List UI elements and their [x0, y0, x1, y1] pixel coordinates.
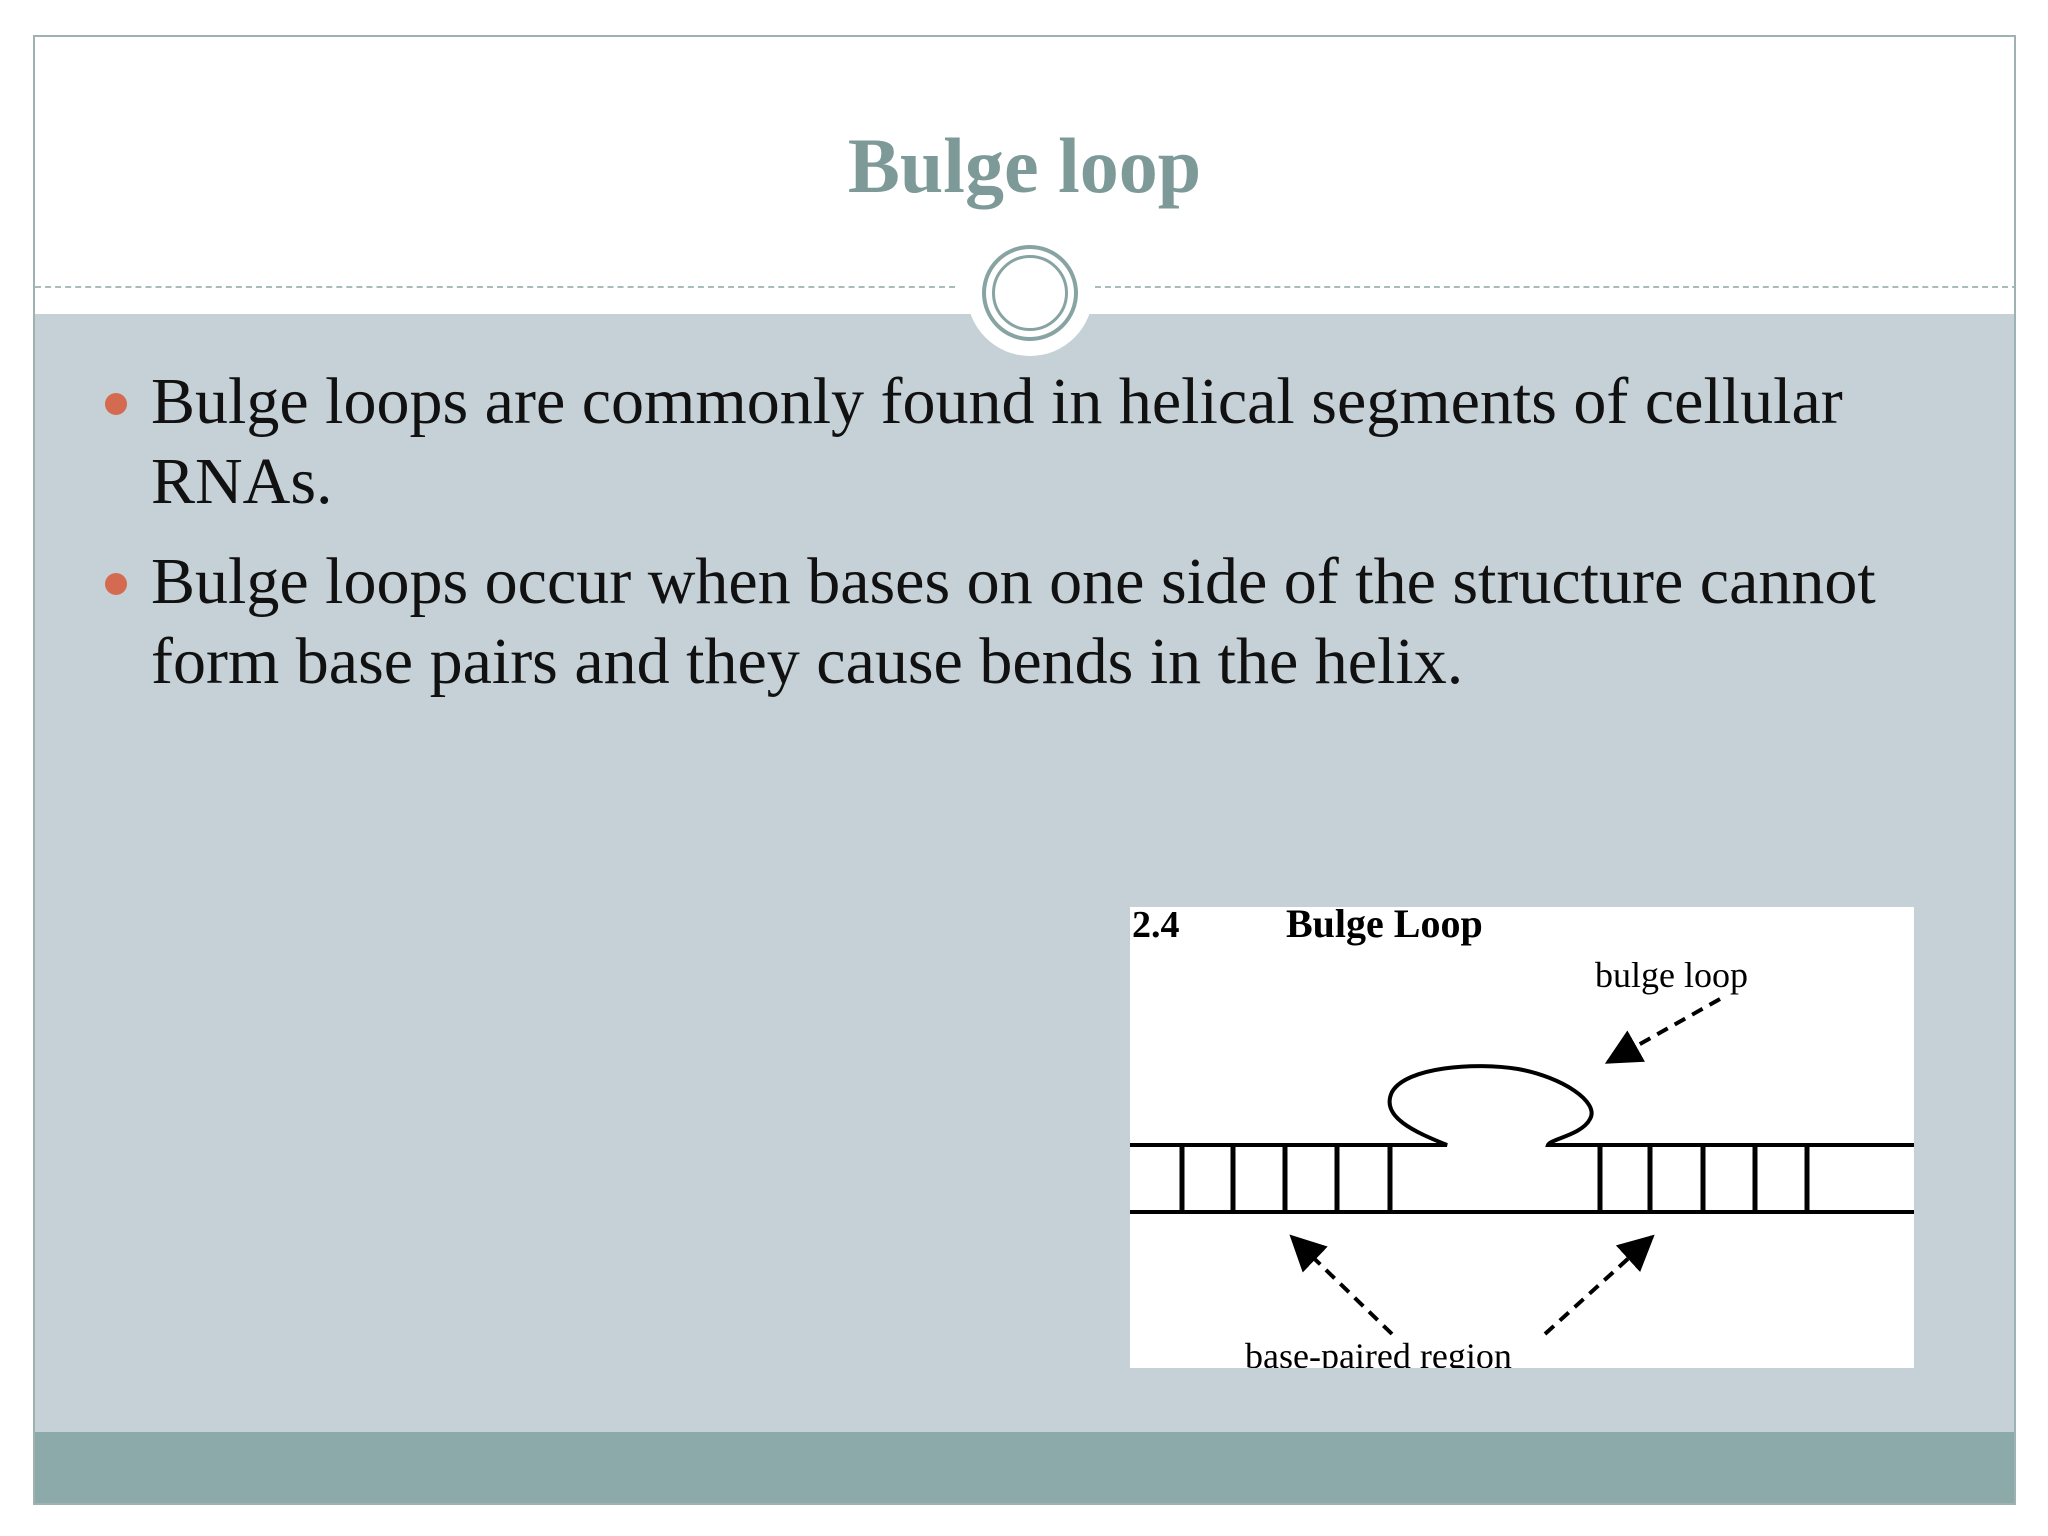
footer-bar — [35, 1432, 2014, 1503]
figure-heading: Bulge Loop — [1286, 907, 1483, 946]
base-paired-region-label: base-paired region — [1245, 1336, 1512, 1368]
circle-inner-ring — [992, 255, 1068, 331]
bullet-item: Bulge loops occur when bases on one side… — [105, 542, 1981, 702]
title-divider-left — [35, 286, 955, 288]
circle-ring — [982, 245, 1078, 341]
slide-title: Bulge loop — [847, 122, 1202, 209]
bullet-text: Bulge loops are commonly found in helica… — [151, 365, 1843, 518]
bulge-loop-label: bulge loop — [1595, 955, 1748, 995]
bullet-text: Bulge loops occur when bases on one side… — [151, 545, 1876, 698]
paired-arrow-right — [1543, 1234, 1655, 1336]
figure-number: 2.4 — [1132, 907, 1180, 946]
base-pairs-left — [1179, 1145, 1393, 1212]
title-divider-right — [1095, 286, 2014, 288]
paired-arrow-left — [1289, 1234, 1394, 1336]
circle-ornament-icon — [967, 230, 1093, 356]
bullet-list: Bulge loops are commonly found in helica… — [35, 37, 2014, 1503]
bulge-arrow — [1604, 997, 1721, 1064]
bullet-dot-icon — [105, 573, 127, 595]
bulge-loop-figure: 2.4 Bulge Loop bulge loop — [1130, 907, 1914, 1368]
base-pairs-right — [1597, 1145, 1810, 1212]
slide: Bulge loop Bulge loops are commonly foun… — [33, 35, 2016, 1505]
bullet-item: Bulge loops are commonly found in helica… — [105, 362, 1981, 522]
top-strand — [1130, 1064, 1914, 1147]
bulge-loop-diagram: 2.4 Bulge Loop bulge loop — [1130, 907, 1914, 1368]
bullet-dot-icon — [105, 393, 127, 415]
